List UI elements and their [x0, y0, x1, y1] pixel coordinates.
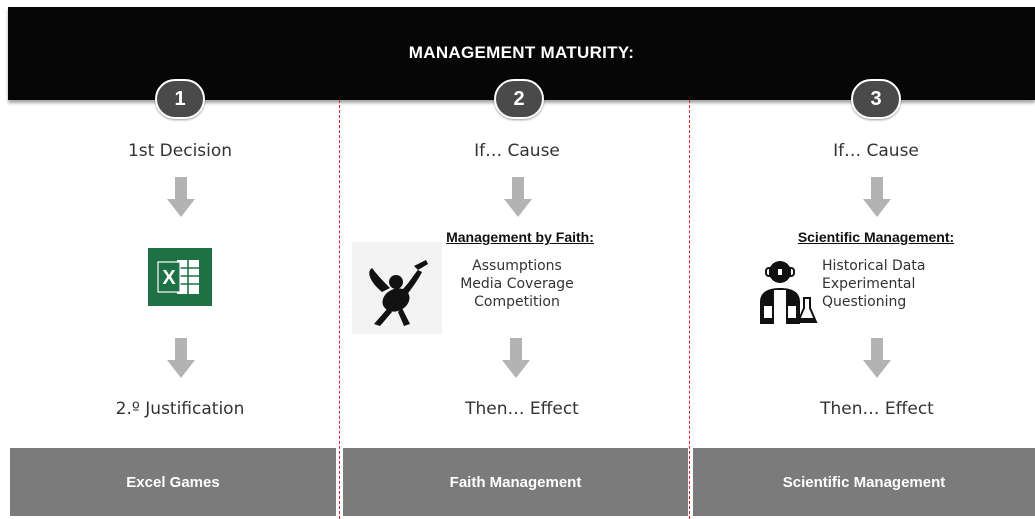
column-divider	[689, 100, 690, 519]
scientific-list: Historical Data Experimental Questioning	[822, 257, 952, 311]
down-arrow-icon	[863, 338, 891, 378]
angel-icon	[352, 242, 442, 334]
svg-text:X: X	[162, 267, 176, 289]
faith-heading: Management by Faith:	[446, 229, 594, 245]
column-3-top-text: If… Cause	[833, 141, 919, 161]
down-arrow-icon	[863, 177, 891, 217]
faith-list: Assumptions Media Coverage Competition	[437, 257, 597, 311]
down-arrow-icon	[167, 338, 195, 378]
column-1-bottom-text: 2.º Justification	[115, 399, 245, 419]
column-1-top-text: 1st Decision	[127, 141, 233, 161]
column-3-bottom-text: Then… Effect	[820, 399, 934, 419]
step-badge-3: 3	[851, 79, 901, 119]
down-arrow-icon	[502, 338, 530, 378]
down-arrow-icon	[167, 177, 195, 217]
list-item: Media Coverage	[460, 276, 574, 292]
column-divider	[339, 100, 340, 519]
list-item: Competition	[474, 294, 560, 310]
footer-label-text: Excel Games	[126, 473, 220, 491]
scientist-icon	[760, 261, 818, 324]
footer-label-3: Scientific Management	[693, 448, 1035, 516]
excel-icon: X	[148, 248, 212, 306]
footer-label-text: Faith Management	[449, 473, 582, 491]
list-item: Assumptions	[472, 258, 562, 274]
footer-label-text: Scientific Management	[782, 473, 946, 491]
scientific-heading: Scientific Management:	[797, 229, 955, 245]
footer-label-1: Excel Games	[10, 448, 336, 516]
list-item: Experimental	[822, 276, 916, 292]
column-2-top-text: If… Cause	[474, 141, 560, 161]
page-title: MANAGEMENT MATURITY:	[408, 43, 635, 62]
step-badge-2: 2	[494, 79, 544, 119]
list-item: Questioning	[822, 294, 907, 310]
list-item: Historical Data	[822, 258, 926, 274]
step-badge-1: 1	[155, 79, 205, 119]
down-arrow-icon	[504, 177, 532, 217]
column-2-bottom-text: Then… Effect	[465, 399, 579, 419]
footer-label-2: Faith Management	[343, 448, 688, 516]
